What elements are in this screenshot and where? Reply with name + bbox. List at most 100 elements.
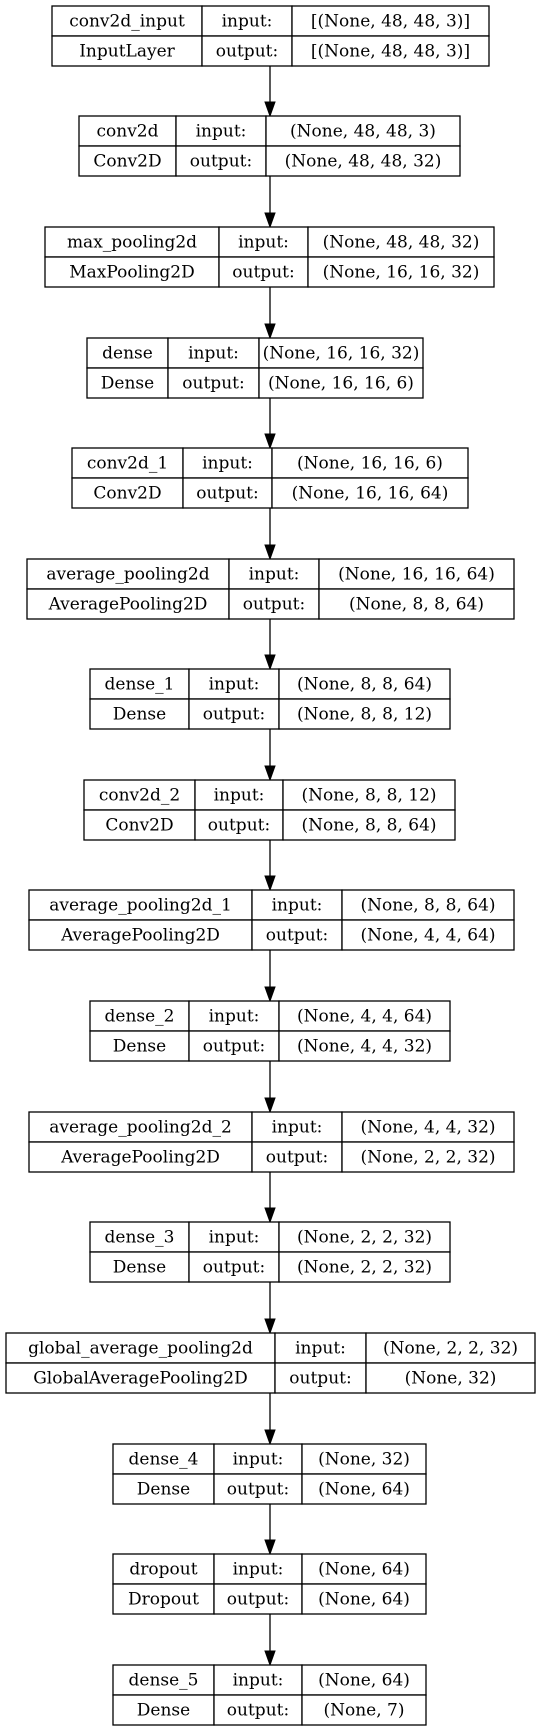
- arrowhead: [264, 433, 276, 450]
- output-shape: [(None, 48, 48, 3)]: [311, 42, 470, 62]
- arrowhead: [264, 1650, 276, 1667]
- output-label-cell: [188, 1251, 280, 1283]
- layer-name: dense: [102, 344, 153, 364]
- layer-name: average_pooling2d: [46, 565, 209, 585]
- output-shape: (None, 4, 4, 64): [360, 926, 495, 946]
- edge-average_pooling2d_1-to-dense_2: [264, 950, 276, 1003]
- layer-name-cell: [51, 5, 203, 37]
- output-label-cell: [228, 588, 320, 620]
- edge-conv2d_input-to-conv2d: [264, 66, 276, 118]
- input-shape-cell: [258, 337, 424, 369]
- output-shape: (None, 32): [405, 1369, 497, 1389]
- layer-type: AveragePooling2D: [48, 595, 208, 615]
- input-shape-cell: [307, 226, 495, 258]
- output-shape-cell: [301, 1694, 427, 1726]
- layer-name: average_pooling2d_1: [49, 896, 232, 916]
- input-label: input:: [209, 675, 260, 695]
- output-label: output:: [216, 42, 278, 62]
- output-shape-cell: [341, 1141, 515, 1173]
- output-shape: (None, 2, 2, 32): [360, 1148, 495, 1168]
- input-shape: (None, 2, 2, 32): [297, 1228, 432, 1248]
- input-shape-cell: [301, 1443, 427, 1475]
- layer-name: conv2d_2: [99, 786, 180, 806]
- edge-dense_4-to-dropout: [264, 1504, 276, 1556]
- layer-type: AveragePooling2D: [60, 926, 220, 946]
- output-label: output:: [208, 816, 270, 836]
- edge-dense-to-conv2d_1: [264, 398, 276, 450]
- output-shape: (None, 8, 8, 12): [297, 705, 432, 725]
- input-shape-cell: [301, 1664, 427, 1696]
- layer-type: Dense: [113, 705, 166, 725]
- layer-type: Dropout: [128, 1590, 199, 1610]
- output-label: output:: [227, 1480, 289, 1500]
- output-shape: (None, 64): [318, 1480, 410, 1500]
- output-label: output:: [266, 1148, 328, 1168]
- input-label: input:: [272, 896, 323, 916]
- output-label-cell: [274, 1362, 367, 1394]
- layer-name: dropout: [129, 1560, 197, 1580]
- output-shape: (None, 16, 16, 32): [323, 263, 480, 283]
- input-label-cell: [188, 1221, 280, 1253]
- arrowhead: [264, 212, 276, 229]
- output-shape-cell: [301, 1583, 427, 1615]
- input-label: input:: [233, 1560, 284, 1580]
- layer-type-cell: [89, 1251, 190, 1283]
- input-shape: (None, 4, 4, 64): [297, 1007, 432, 1027]
- input-label: input:: [272, 1118, 323, 1138]
- output-label: output:: [243, 595, 305, 615]
- output-label: output:: [266, 926, 328, 946]
- output-shape: (None, 16, 16, 64): [292, 484, 449, 504]
- layer-type-cell: [28, 919, 253, 951]
- output-label-cell: [201, 35, 293, 67]
- layer-name: conv2d_input: [69, 12, 185, 32]
- input-label: input:: [196, 122, 247, 142]
- input-label: input:: [295, 1339, 346, 1359]
- output-label-cell: [218, 256, 309, 288]
- output-shape: (None, 8, 8, 64): [349, 595, 484, 615]
- output-label: output:: [227, 1590, 289, 1610]
- layer-type: Conv2D: [105, 816, 173, 836]
- input-label: input:: [233, 1671, 284, 1691]
- output-label: output:: [203, 1037, 265, 1057]
- layer-name-cell: [112, 1443, 215, 1475]
- layer-type-cell: [71, 477, 184, 509]
- input-label: input:: [222, 12, 273, 32]
- edge-max_pooling2d-to-dense: [264, 287, 276, 340]
- output-shape-cell: [282, 809, 456, 841]
- layer-type: Dense: [137, 1480, 190, 1500]
- layer-name-cell: [112, 1553, 215, 1585]
- output-label-cell: [213, 1583, 303, 1615]
- layer-type: InputLayer: [79, 42, 175, 62]
- layer-type-cell: [28, 1141, 253, 1173]
- input-label-cell: [251, 1111, 343, 1143]
- arrowhead: [264, 101, 276, 118]
- layer-name: max_pooling2d: [67, 233, 197, 253]
- input-shape-cell: [282, 779, 456, 811]
- input-shape: (None, 64): [318, 1671, 410, 1691]
- output-shape-cell: [365, 1362, 536, 1394]
- output-label-cell: [188, 698, 280, 730]
- input-label-cell: [213, 1664, 303, 1696]
- output-label-cell: [194, 809, 284, 841]
- arrowhead: [264, 544, 276, 561]
- input-shape-cell: [318, 558, 515, 590]
- layer-type: AveragePooling2D: [60, 1148, 220, 1168]
- input-label-cell: [175, 115, 267, 147]
- output-shape-cell: [341, 919, 515, 951]
- output-shape-cell: [258, 367, 424, 399]
- output-shape: (None, 8, 8, 64): [301, 816, 436, 836]
- layer-type-cell: [112, 1583, 215, 1615]
- input-label: input:: [202, 454, 253, 474]
- layer-name: global_average_pooling2d: [28, 1339, 253, 1359]
- layer-type-cell: [112, 1694, 215, 1726]
- layer-type-cell: [5, 1362, 276, 1394]
- edge-global_average_pooling2d-to-dense_4: [264, 1393, 276, 1446]
- output-shape-cell: [271, 477, 469, 509]
